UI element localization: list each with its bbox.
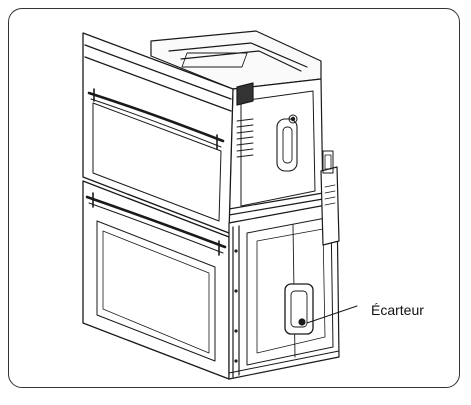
figure-frame: Écarteur [8,8,460,388]
spacer-part [284,283,314,335]
lower-cabinet [228,150,340,380]
wall-oven-line-drawing [82,30,358,380]
spacer-callout-leader [306,305,358,324]
lower-oven-door [82,180,230,380]
upper-cabinet [150,30,324,224]
spacer-callout-label: Écarteur [371,302,424,318]
